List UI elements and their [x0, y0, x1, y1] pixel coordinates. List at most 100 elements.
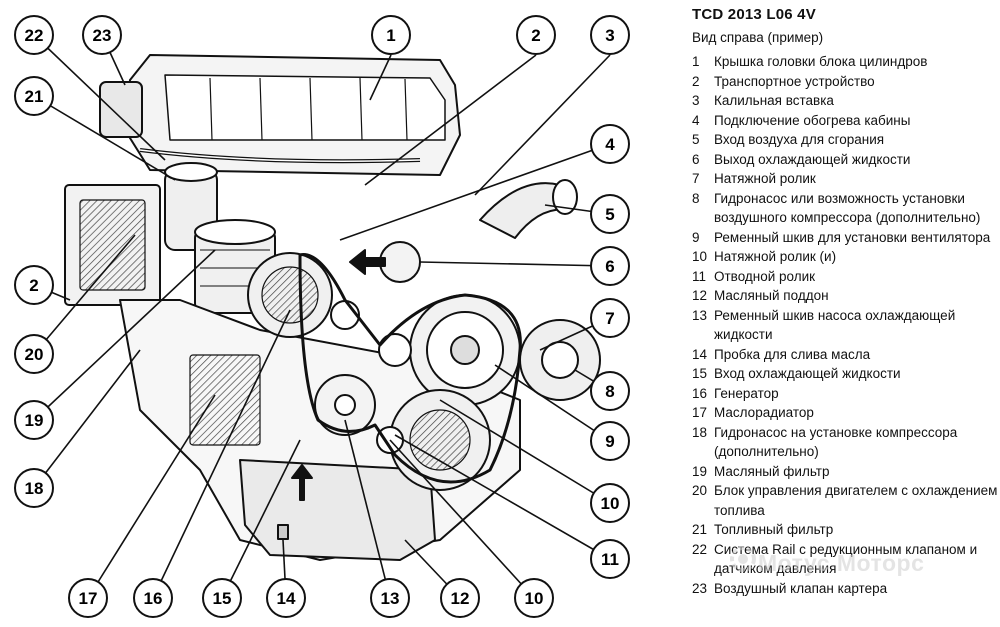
callout-label: 6	[605, 257, 614, 276]
callout-9: 9	[590, 421, 630, 461]
legend-item-text: Маслорадиатор	[714, 405, 814, 420]
legend-item-number: 17	[692, 405, 708, 420]
callout-4: 4	[590, 124, 630, 164]
watermark-text: Мотус Моторс	[758, 550, 925, 576]
callout-2: 2	[516, 15, 556, 55]
callout-label: 19	[25, 411, 44, 430]
legend-item: 23 Воздушный клапан картера	[692, 579, 1000, 599]
legend-item: 4 Подключение обогрева кабины	[692, 111, 1000, 131]
legend-item-number: 10	[692, 249, 708, 264]
callout-3: 3	[590, 15, 630, 55]
callout-2-left: 2	[14, 265, 54, 305]
callout-10: 10	[590, 483, 630, 523]
legend-item-number: 6	[692, 151, 700, 167]
callout-label: 1	[386, 26, 395, 45]
gear-icon	[730, 546, 756, 572]
callout-label: 5	[605, 205, 614, 224]
legend-item-number: 1	[692, 54, 700, 69]
legend-item-text: Блок управления двигателем с охлаждением…	[714, 483, 998, 518]
callout-21: 21	[14, 76, 54, 116]
legend-item-number: 15	[692, 366, 708, 381]
legend-item-number: 19	[692, 463, 708, 479]
callout-label: 8	[605, 382, 614, 401]
callout-14: 14	[266, 578, 306, 618]
legend-item-text: Подключение обогрева кабины	[714, 112, 911, 128]
engine-illustration	[64, 54, 601, 561]
legend-item-text: Натяжной ролик (и)	[714, 249, 837, 264]
legend-item-text: Гидронасос на установке компрессора (доп…	[714, 424, 958, 460]
legend-item: 21 Топливный фильтр	[692, 520, 1000, 540]
legend-item-text: Ременный шкив насоса охлаждающей жидкост…	[714, 307, 956, 343]
legend-item-number: 2	[692, 73, 700, 89]
legend-item: 14 Пробка для слива масла	[692, 345, 1000, 365]
callout-label: 21	[25, 87, 44, 106]
legend-subtitle: Вид справа (пример)	[692, 30, 824, 45]
legend-item-text: Ременный шкив для установки вентилятора	[714, 229, 991, 245]
callout-19: 19	[14, 400, 54, 440]
callout-label: 10	[525, 589, 544, 608]
watermark: Мотус Моторс	[730, 546, 925, 577]
legend-item-number: 23	[692, 580, 708, 596]
legend-item-number: 9	[692, 229, 700, 245]
legend-item-number: 4	[692, 112, 700, 128]
legend-item-text: Генератор	[714, 385, 779, 401]
legend-item-text: Пробка для слива масла	[714, 346, 871, 362]
legend-item-text: Топливный фильтр	[714, 522, 834, 537]
legend-item-text: Натяжной ролик	[714, 171, 816, 186]
callout-label: 14	[277, 589, 296, 608]
callout-1: 1	[371, 15, 411, 55]
legend-item-text: Калильная вставка	[714, 93, 834, 108]
legend-item-text: Вход охлаждающей жидкости	[714, 366, 901, 381]
legend-item-text: Отводной ролик	[714, 268, 816, 284]
callout-label: 16	[144, 589, 163, 608]
legend-item: 6 Выход охлаждающей жидкости	[692, 150, 1000, 170]
legend-item-number: 12	[692, 288, 708, 303]
legend-item-number: 14	[692, 346, 708, 362]
callout-16: 16	[133, 578, 173, 618]
legend-item: 19 Масляный фильтр	[692, 462, 1000, 482]
legend-item-number: 18	[692, 424, 708, 440]
callout-label: 13	[381, 589, 400, 608]
callout-label: 10	[601, 494, 620, 513]
legend-item: 15 Вход охлаждающей жидкости	[692, 364, 1000, 384]
legend-item-number: 8	[692, 190, 700, 206]
legend-item-text: Система Rail с редукционным клапаном и д…	[714, 541, 978, 577]
legend-item-text: Выход охлаждающей жидкости	[714, 151, 911, 167]
callout-label: 9	[605, 432, 614, 451]
legend-item: 2 Транспортное устройство	[692, 72, 1000, 92]
callout-6: 6	[590, 246, 630, 286]
engine-diagram: 1 2 3 4 5 6 7 8 9 10 11 12 13 14 15 16 1…	[14, 15, 630, 618]
legend-item: 18 Гидронасос на установке компрессора (д…	[692, 423, 1000, 462]
callout-18: 18	[14, 468, 54, 508]
legend-item: 11 Отводной ролик	[692, 267, 1000, 287]
callout-label: 17	[79, 589, 98, 608]
callout-label: 23	[93, 26, 112, 45]
callout-label: 12	[451, 589, 470, 608]
legend-item-number: 11	[692, 268, 707, 284]
callout-15: 15	[202, 578, 242, 618]
legend-title: TCD 2013 L06 4V	[692, 6, 816, 23]
callout-label: 2	[29, 276, 38, 295]
callout-label: 2	[531, 26, 540, 45]
legend-item-text: Масляный фильтр	[714, 463, 830, 479]
legend-item-text: Вход воздуха для сгорания	[714, 132, 885, 147]
callout-13: 13	[370, 578, 410, 618]
legend-item: 10 Натяжной ролик (и)	[692, 247, 1000, 267]
callout-7: 7	[590, 298, 630, 338]
legend-item: 17 Маслорадиатор	[692, 403, 1000, 423]
legend-item-number: 21	[692, 522, 708, 537]
callout-label: 4	[605, 135, 615, 154]
callout-22: 22	[14, 15, 54, 55]
callout-label: 15	[213, 589, 232, 608]
legend-item-text: Воздушный клапан картера	[714, 580, 888, 596]
legend-item-text: Транспортное устройство	[714, 73, 875, 89]
